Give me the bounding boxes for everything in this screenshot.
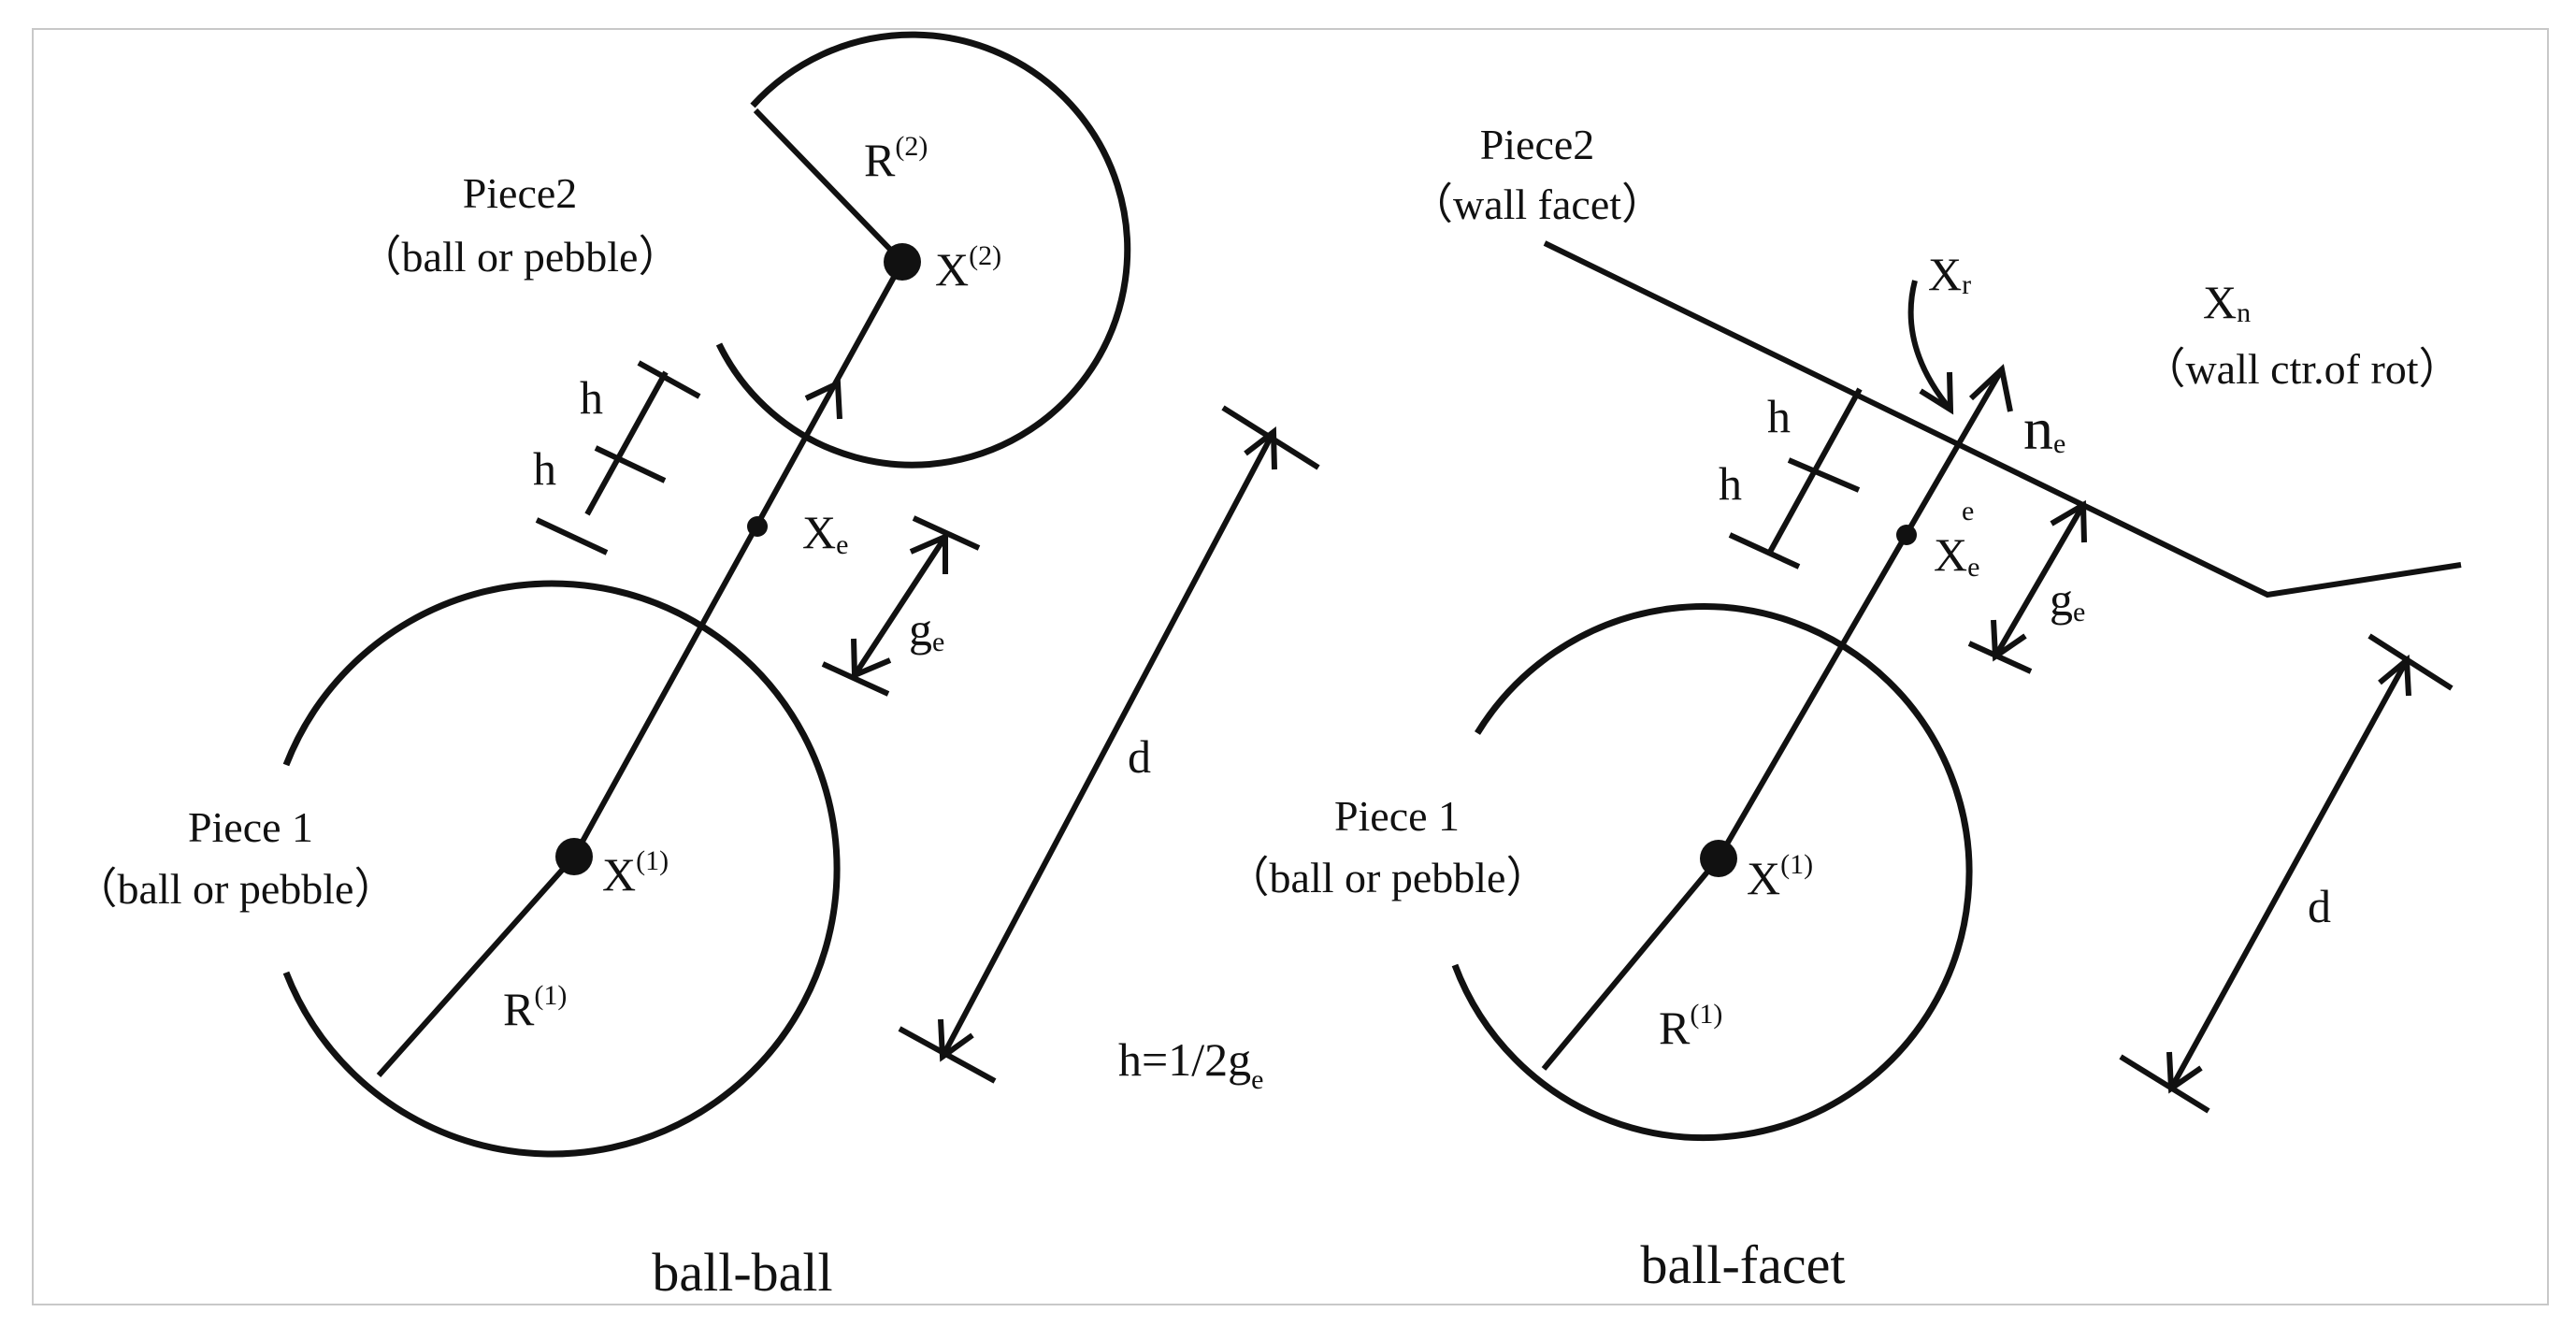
piece1-name-label: Piece 1 (1334, 792, 1460, 840)
piece1-name-label: Piece 1 (188, 803, 313, 851)
d-label: d (2308, 880, 2331, 932)
x2-label: X(2) (935, 240, 1001, 296)
d-tick-bottom (898, 1026, 997, 1084)
x1-label: X(1) (1747, 849, 1813, 904)
xn-label: Xn (2203, 276, 2251, 328)
piece1-type-label: （ball or pebble） (75, 865, 397, 913)
normal-ne-arrowhead (1968, 364, 2013, 412)
piece1-circle (1451, 603, 1973, 1142)
r1-label: R(1) (1659, 999, 1722, 1054)
d-tick-top (1221, 405, 1320, 470)
piece2-name-label: Piece2 (1480, 121, 1595, 168)
ball-facet-panel: Piece2 （wall facet） Piece 1 （ball or peb… (1227, 121, 2462, 1295)
d-tick-bottom (2119, 1054, 2210, 1114)
ball-ball-panel: Piece2 （ball or pebble） Piece 1 （ball or… (75, 31, 1320, 1303)
h-lower-label: h (533, 442, 556, 495)
xr-label: Xr (1928, 248, 1971, 300)
h-formula-label: h=1/2ge (1118, 1033, 1263, 1095)
contact-point-xe-dot (747, 516, 768, 537)
piece1-circle (282, 580, 841, 1158)
d-arrowhead-top (1244, 426, 1277, 470)
xn-description-label: （wall ctr.of rot） (2142, 345, 2461, 393)
ge-label: ge (909, 603, 944, 657)
d-dimension-line (2168, 658, 2410, 1090)
h-upper-label: h (1767, 390, 1791, 442)
ge-dimension-line (852, 535, 948, 677)
piece2-type-label: （ball or pebble） (359, 233, 682, 281)
ne-label: ne (2023, 396, 2065, 462)
ge-label: ge (2050, 573, 2085, 627)
center-line (571, 260, 905, 858)
center-normal-line (1716, 368, 2005, 860)
h-tick-bottom (1728, 532, 1801, 570)
ge-tick-top (912, 515, 981, 551)
xr-pointer-arrow (1907, 280, 1953, 411)
center-line-arrowhead (804, 379, 842, 420)
ge-dimension-line (1993, 503, 2086, 658)
piece1-type-label: （ball or pebble） (1227, 854, 1549, 901)
ge-arrowhead-top (909, 532, 948, 574)
figure-frame (32, 28, 2549, 1305)
h-dimension-line (584, 370, 669, 516)
contact-point-xe-dot (1896, 525, 1917, 545)
radius-r1 (376, 855, 577, 1077)
h-upper-label: h (580, 371, 603, 424)
r2-label: R(2) (864, 131, 928, 186)
piece2-type-label: （wall facet） (1410, 180, 1664, 228)
wall-facet-line (1543, 240, 2462, 598)
center-x2-dot (884, 243, 921, 281)
h-tick-middle (1787, 457, 1861, 493)
d-label: d (1128, 730, 1151, 783)
h-tick-bottom (535, 517, 609, 555)
r1-label: R(1) (503, 980, 567, 1035)
h-lower-label: h (1719, 457, 1742, 510)
d-arrowhead-bottom (938, 1018, 974, 1062)
radius-r1 (1541, 857, 1721, 1071)
h-tick-top (637, 360, 701, 399)
piece2-name-label: Piece2 (463, 169, 578, 217)
center-x1-dot (1700, 840, 1737, 877)
d-tick-top (2367, 633, 2454, 691)
radius-r2 (753, 108, 905, 265)
center-x1-dot (555, 838, 593, 875)
h-tick-middle (594, 445, 667, 483)
xe-superscript-label: e (1962, 496, 1974, 526)
ball-facet-caption: ball-facet (1641, 1234, 1846, 1295)
piece2-circle (715, 31, 1131, 469)
ge-tick-bottom (1967, 641, 2033, 674)
ball-ball-caption: ball-ball (652, 1242, 832, 1303)
d-dimension-line (940, 430, 1276, 1059)
xe-label: Xe (802, 506, 848, 560)
ge-tick-bottom (821, 661, 890, 697)
xe-label: Xe (1934, 528, 1979, 583)
ge-arrowhead-bottom (851, 638, 892, 680)
x1-label: X(1) (602, 845, 669, 901)
xr-pointer-arrowhead (1919, 371, 1954, 415)
ge-arrowhead-top (2050, 499, 2087, 543)
